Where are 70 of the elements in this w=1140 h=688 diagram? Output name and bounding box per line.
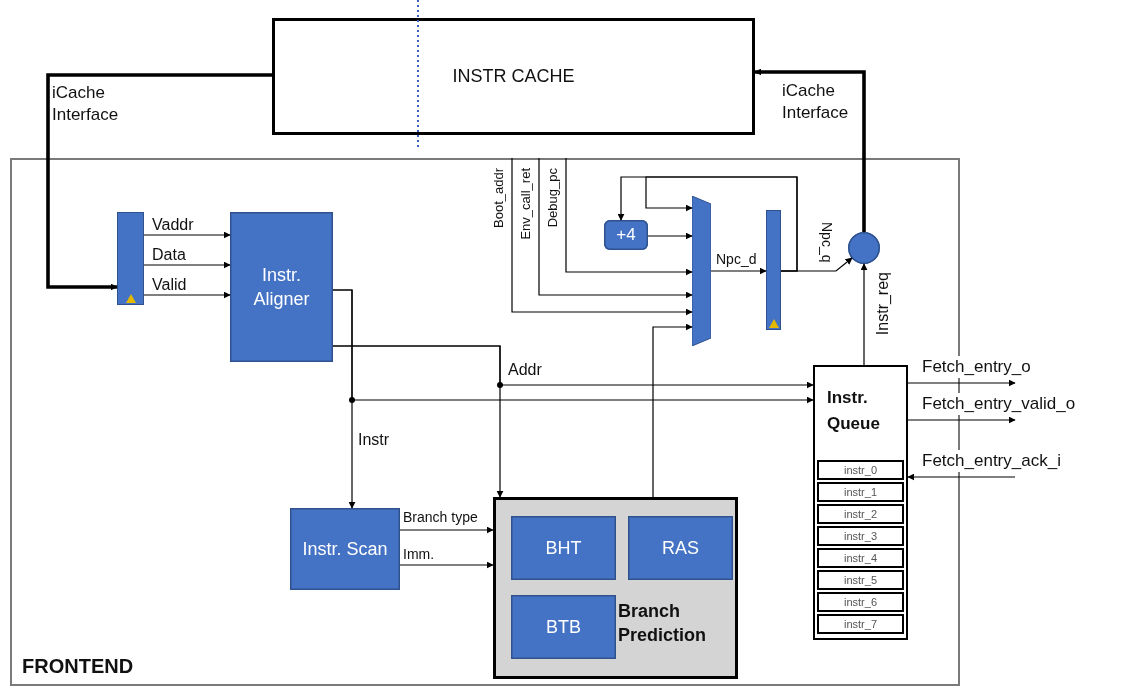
prediction-unit-panel	[493, 497, 738, 679]
signal-arrow	[780, 257, 853, 272]
edge-label: Data	[152, 245, 186, 265]
edge-label: Branch type	[403, 508, 478, 527]
cache-block	[272, 18, 755, 135]
edge-label: Instr_req	[873, 272, 892, 336]
block-label: +4	[616, 223, 636, 246]
signal-arrow	[143, 231, 231, 239]
signal-arrow	[647, 232, 693, 240]
signal-arrow	[860, 263, 868, 366]
queue-slot: instr_2	[817, 504, 904, 524]
block-label: Instr. Scan	[302, 537, 388, 561]
edge-label: iCache Interface	[52, 82, 120, 127]
signal-arrow	[710, 267, 767, 275]
edge-label: Addr	[508, 360, 542, 380]
signal-arrow	[617, 176, 798, 272]
edge-label: Fetch_entry_valid_o	[922, 393, 1076, 416]
edge-label: Valid	[152, 275, 187, 295]
signal-arrow	[907, 416, 1016, 424]
edge-label: Debug_pc	[545, 168, 561, 228]
queue-slot: instr_0	[817, 460, 904, 480]
edge-label: Imm.	[403, 545, 435, 564]
signal-arrow	[143, 261, 231, 269]
block-label: BTB	[546, 615, 581, 639]
queue-slot: instr_3	[817, 526, 904, 546]
edge-label: Env_call_ret	[518, 168, 534, 240]
signal-arrow	[652, 323, 693, 498]
edge-label: Vaddr	[152, 215, 194, 235]
signal-arrow	[907, 379, 1016, 387]
edge-label: iCache Interface	[782, 80, 850, 125]
block-label: RAS	[662, 536, 699, 560]
signal-arrow	[907, 473, 1016, 481]
queue-slot: instr_5	[817, 570, 904, 590]
block-label: INSTR CACHE	[452, 66, 575, 87]
block-title: Branch Prediction	[618, 600, 707, 648]
edge-label: Npc_q	[818, 222, 837, 263]
register-bar	[117, 212, 144, 305]
queue-panel	[813, 365, 908, 640]
panel-title: FRONTEND	[22, 655, 134, 678]
edge-label: Boot_addr	[491, 168, 507, 228]
register-bar	[766, 210, 781, 330]
block-title: Instr. Queue	[827, 387, 881, 435]
queue-slot: instr_4	[817, 548, 904, 568]
block-label: BHT	[545, 536, 582, 560]
logic-block	[511, 595, 616, 659]
signal-arrow	[754, 68, 866, 232]
block-label: Instr. Aligner	[252, 263, 311, 311]
logic-block	[230, 212, 333, 362]
signal-arrow	[332, 289, 814, 404]
edge-label: Npc_d	[716, 250, 757, 269]
signal-arrow	[332, 345, 814, 389]
signal-arrow	[565, 157, 693, 276]
queue-slot: instr_1	[817, 482, 904, 502]
adder-block	[604, 220, 648, 250]
queue-slot: instr_6	[817, 592, 904, 612]
signal-arrow	[538, 157, 693, 299]
logic-block	[511, 516, 616, 580]
edge-label: Fetch_entry_o	[922, 356, 1031, 379]
arbiter-circle	[848, 232, 880, 264]
logic-block	[628, 516, 733, 580]
logic-block	[290, 508, 400, 590]
signal-arrow	[399, 561, 494, 569]
signal-arrow	[46, 73, 272, 291]
signal-arrow	[511, 157, 693, 316]
edge-label: Instr	[358, 430, 390, 450]
multiplexer-shape	[692, 196, 711, 346]
signal-arrow	[399, 526, 494, 534]
edge-label: Fetch_entry_ack_i	[922, 450, 1061, 473]
queue-slot: instr_7	[817, 614, 904, 634]
signal-arrow	[143, 291, 231, 299]
